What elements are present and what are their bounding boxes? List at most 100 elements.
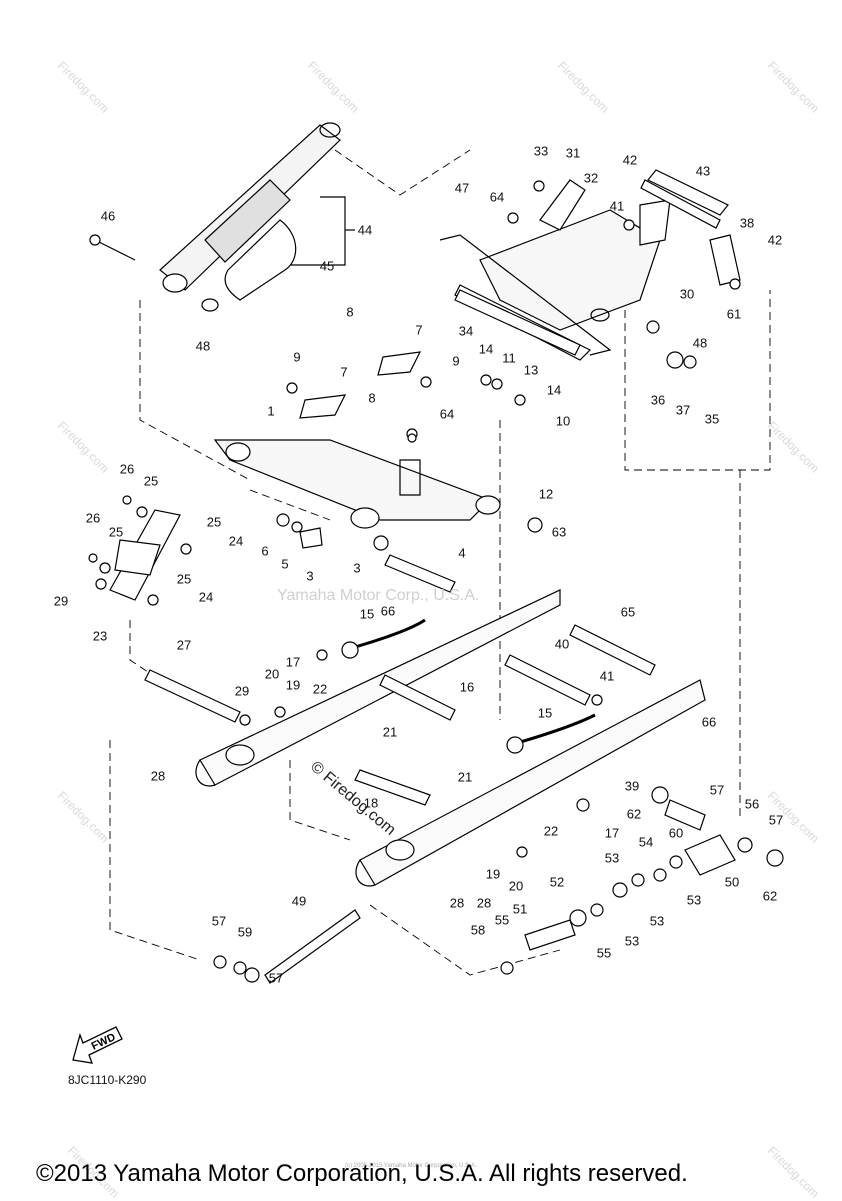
part-label: 9 bbox=[452, 353, 460, 369]
part-label: 48 bbox=[195, 338, 211, 354]
part-label: 34 bbox=[458, 323, 474, 339]
part-label: 31 bbox=[565, 145, 581, 161]
part-label: 18 bbox=[363, 795, 379, 811]
part-label: 16 bbox=[459, 679, 475, 695]
rear-arm-assembly bbox=[439, 169, 741, 361]
part-label: 46 bbox=[100, 208, 116, 224]
watermark-center: Yamaha Motor Corp., U.S.A. bbox=[277, 587, 480, 604]
part-label: 58 bbox=[470, 922, 486, 938]
part-label: 14 bbox=[478, 341, 494, 357]
part-label: 32 bbox=[583, 170, 599, 186]
part-label: 63 bbox=[551, 524, 567, 540]
part-label: 41 bbox=[609, 198, 625, 214]
part-label: 55 bbox=[596, 945, 612, 961]
part-label: 55 bbox=[494, 912, 510, 928]
slide-rail-left bbox=[195, 589, 561, 787]
part-label: 10 bbox=[555, 413, 571, 429]
part-label: 42 bbox=[622, 152, 638, 168]
part-label: 57 bbox=[768, 812, 784, 828]
part-label: 25 bbox=[108, 524, 124, 540]
part-label: 65 bbox=[620, 604, 636, 620]
shock-absorber bbox=[89, 122, 341, 312]
part-label: 24 bbox=[198, 589, 214, 605]
part-label: 3 bbox=[353, 560, 361, 576]
part-label: 59 bbox=[237, 924, 253, 940]
part-label: 27 bbox=[176, 637, 192, 653]
small-credit: (c) 2005-2015 Yamaha Motor Corporation, … bbox=[345, 1163, 477, 1169]
link-plate bbox=[109, 509, 181, 601]
part-label: 50 bbox=[724, 874, 740, 890]
part-label: 4 bbox=[458, 545, 466, 561]
fwd-arrow-icon bbox=[72, 1026, 123, 1064]
part-label: 20 bbox=[508, 878, 524, 894]
part-label: 22 bbox=[312, 681, 328, 697]
part-label: 23 bbox=[92, 628, 108, 644]
part-label: 38 bbox=[739, 215, 755, 231]
part-label: 3 bbox=[306, 568, 314, 584]
part-label: 66 bbox=[380, 603, 396, 619]
part-label: 35 bbox=[704, 411, 720, 427]
part-label: 8 bbox=[368, 390, 376, 406]
part-label: 62 bbox=[626, 806, 642, 822]
part-label: 57 bbox=[211, 913, 227, 929]
part-label: 36 bbox=[650, 392, 666, 408]
slide-rail-right bbox=[355, 679, 706, 887]
part-label: 44 bbox=[357, 222, 373, 238]
part-label: 49 bbox=[291, 893, 307, 909]
part-label: 25 bbox=[176, 571, 192, 587]
part-label: 48 bbox=[692, 335, 708, 351]
part-label: 66 bbox=[701, 714, 717, 730]
part-label: 5 bbox=[281, 556, 289, 572]
part-label: 54 bbox=[638, 834, 654, 850]
part-label: 1 bbox=[267, 403, 275, 419]
part-label: 41 bbox=[599, 668, 615, 684]
part-label: 60 bbox=[668, 825, 684, 841]
part-label: 24 bbox=[228, 533, 244, 549]
part-label: 6 bbox=[261, 543, 269, 559]
part-label: 56 bbox=[744, 796, 760, 812]
part-label: 7 bbox=[340, 364, 348, 380]
part-label: 25 bbox=[206, 514, 222, 530]
part-label: 52 bbox=[549, 874, 565, 890]
part-label: 28 bbox=[150, 768, 166, 784]
part-label: 21 bbox=[382, 724, 398, 740]
part-label: 21 bbox=[457, 769, 473, 785]
part-label: 61 bbox=[726, 306, 742, 322]
part-label: 17 bbox=[285, 654, 301, 670]
part-label: 53 bbox=[604, 850, 620, 866]
part-label: 14 bbox=[546, 382, 562, 398]
part-label: 45 bbox=[319, 258, 335, 274]
part-label: 26 bbox=[119, 461, 135, 477]
part-label: 64 bbox=[489, 189, 505, 205]
shafts bbox=[144, 179, 736, 984]
part-label: 37 bbox=[675, 402, 691, 418]
part-label: 12 bbox=[538, 486, 554, 502]
part-label: 8 bbox=[346, 304, 354, 320]
part-label: 7 bbox=[415, 322, 423, 338]
part-label: 19 bbox=[485, 866, 501, 882]
part-label: 53 bbox=[649, 913, 665, 929]
part-label: 53 bbox=[686, 892, 702, 908]
part-label: 29 bbox=[53, 593, 69, 609]
part-label: 20 bbox=[264, 666, 280, 682]
part-label: 26 bbox=[85, 510, 101, 526]
part-label: 11 bbox=[502, 350, 516, 366]
front-arm bbox=[213, 351, 501, 529]
part-label: 15 bbox=[359, 606, 375, 622]
torsion-springs bbox=[341, 618, 596, 754]
part-label: 42 bbox=[767, 232, 783, 248]
part-label: 51 bbox=[512, 901, 528, 917]
part-label: 57 bbox=[268, 970, 284, 986]
part-label: 25 bbox=[143, 473, 159, 489]
part-label: 62 bbox=[762, 888, 778, 904]
part-label: 47 bbox=[454, 180, 470, 196]
fasteners bbox=[88, 180, 741, 858]
part-label: 57 bbox=[709, 782, 725, 798]
part-label: 19 bbox=[285, 677, 301, 693]
part-label: 30 bbox=[679, 286, 695, 302]
part-label: 9 bbox=[293, 349, 301, 365]
rear-axle-parts bbox=[213, 786, 784, 983]
part-label: 17 bbox=[604, 825, 620, 841]
part-label: 28 bbox=[449, 895, 465, 911]
